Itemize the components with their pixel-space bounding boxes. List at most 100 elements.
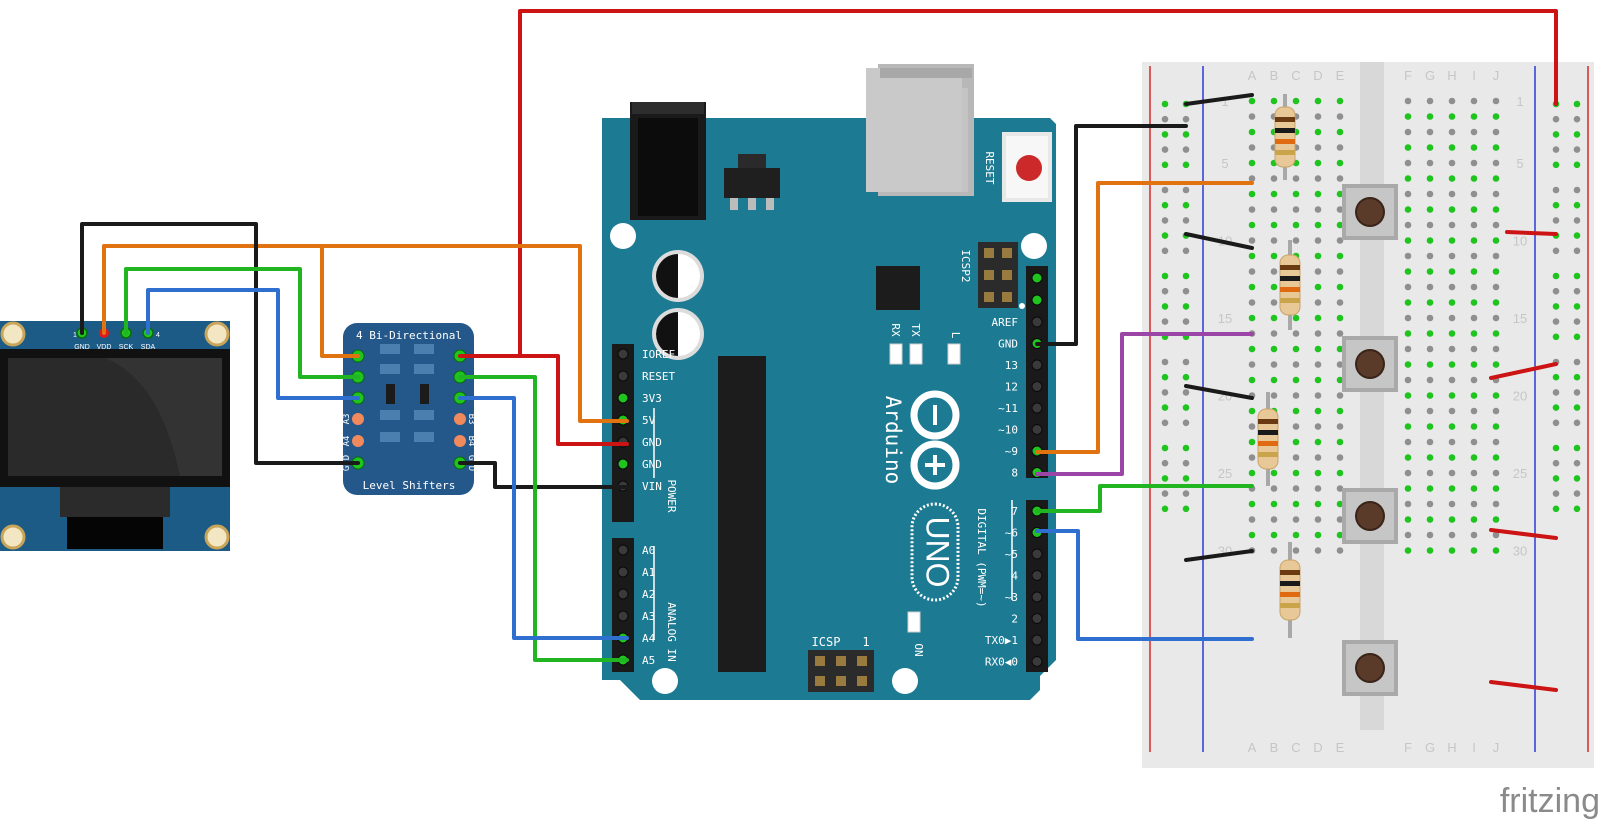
digital-pin-label: 8: [1011, 467, 1018, 480]
bb-row-label: 5: [1516, 156, 1523, 171]
power-pin-hole[interactable]: [617, 392, 629, 404]
ls-label-a4: A4: [342, 436, 352, 447]
led-label-tx: TX: [909, 323, 922, 337]
digital-pin-hole[interactable]: [1031, 591, 1043, 603]
analog-pin-label: A2: [642, 588, 655, 601]
usb-b-connector-icon: [866, 64, 974, 196]
bb-row-label: 1: [1516, 94, 1523, 109]
ls-label-b4: B4: [466, 436, 476, 447]
bb-col-label: E: [1336, 68, 1345, 83]
analog-pin-label: A5: [642, 654, 655, 667]
wire-pin6: [1035, 529, 1254, 641]
wire-oled-vdd: [102, 244, 324, 335]
bb-col-label: G: [1425, 68, 1435, 83]
oled-display-icon: 1 4 GND VDD SCK SDA: [0, 321, 230, 551]
power-pin-hole[interactable]: [617, 458, 629, 470]
digital-pin-label: TX0▶1: [985, 634, 1018, 647]
wires: [80, 9, 1558, 692]
tactile-push-button-icon[interactable]: [1342, 488, 1398, 544]
power-pin-hole[interactable]: [617, 370, 629, 382]
bb-col-label: A: [1248, 68, 1257, 83]
bb-row-label: 15: [1513, 311, 1527, 326]
bb-row-label: 20: [1513, 389, 1527, 404]
oled-pin-sda: SDA: [141, 344, 156, 351]
dc-barrel-jack-icon: [630, 102, 706, 220]
wire-gnd-bb: [1035, 124, 1188, 346]
resistor-icon: [1279, 240, 1301, 330]
bb-col-label: B: [1270, 740, 1279, 755]
digital-group-label: DIGITAL (PWM=~): [975, 508, 988, 607]
jumper-gnd-2: [1184, 232, 1254, 250]
bb-col-label: D: [1313, 740, 1322, 755]
bb-row-label: 15: [1218, 311, 1232, 326]
bb-col-label: C: [1291, 740, 1300, 755]
bb-col-label: B: [1270, 68, 1279, 83]
power-pin-label: VIN: [642, 480, 662, 493]
digital-pin-hole[interactable]: [1031, 381, 1043, 392]
digital-pin-hole[interactable]: [1031, 316, 1043, 328]
digital-pin-hole[interactable]: [1031, 424, 1043, 435]
digital-pin-label: ~11: [998, 402, 1018, 415]
power-pin-label: GND: [642, 458, 662, 471]
power-pin-label: 5V: [642, 414, 656, 427]
icsp-pin1-label: 1: [862, 635, 869, 649]
wire-oled-sck: [124, 267, 360, 379]
fritzing-watermark: fritzing: [1500, 782, 1600, 820]
arduino-brand: Arduino: [881, 396, 905, 485]
tactile-push-button-icon[interactable]: [1342, 184, 1398, 240]
tactile-push-button-icon[interactable]: [1342, 640, 1398, 696]
digital-pin-label: ~9: [1005, 445, 1018, 458]
wire-oled-sda: [146, 288, 360, 400]
bb-col-label: J: [1493, 740, 1500, 755]
power-pin-label: IOREF: [642, 348, 675, 361]
led-label-l: L: [949, 332, 962, 339]
analog-pin-label: A0: [642, 544, 655, 557]
led-label-rx: RX: [889, 323, 902, 337]
oled-pin-sck: SCK: [119, 344, 134, 351]
analog-pin-hole[interactable]: [617, 544, 629, 556]
digital-pin-label: 13: [1005, 359, 1018, 372]
jumper-5v-3: [1489, 528, 1558, 540]
power-pin-label: 3V3: [642, 392, 662, 405]
digital-pin-hole[interactable]: [1031, 272, 1043, 284]
analog-pin-hole[interactable]: [617, 588, 629, 600]
digital-pin-hole[interactable]: [1031, 402, 1043, 414]
digital-pin-hole[interactable]: [1031, 613, 1043, 624]
wire-oled-gnd: [80, 222, 360, 465]
digital-pin-label: AREF: [992, 316, 1019, 329]
wire-pin7: [1035, 484, 1254, 513]
jumper-5v-2: [1489, 362, 1558, 380]
digital-pin-hole[interactable]: [1031, 548, 1043, 560]
level-shifter-footer: Level Shifters: [363, 479, 456, 492]
wire-ls-a5: [458, 375, 629, 662]
analog-pin-hole[interactable]: [617, 610, 629, 622]
jumper-gnd-3: [1184, 384, 1254, 400]
digital-pin-hole[interactable]: [1031, 634, 1043, 646]
digital-pin-label: 4: [1011, 570, 1018, 583]
bb-row-label: 5: [1221, 156, 1228, 171]
bb-col-label: I: [1472, 68, 1476, 83]
digital-pin-hole[interactable]: [1031, 359, 1043, 371]
arduino-infinity-logo-icon: [910, 390, 960, 490]
digital-pin-hole[interactable]: [1031, 656, 1043, 667]
digital-pin-hole[interactable]: [1031, 294, 1043, 306]
level-shifter-board: 4 Bi-Directional Level Shifters A: [342, 323, 476, 495]
digital-pin-label: RX0◀0: [985, 656, 1018, 669]
bb-row-label: 1: [1221, 94, 1228, 109]
digital-pin-hole[interactable]: [1031, 570, 1043, 581]
reset-button[interactable]: [1002, 132, 1052, 202]
power-pin-hole[interactable]: [617, 348, 629, 360]
digital-pin-label: GND: [998, 338, 1018, 351]
tactile-push-button-icon[interactable]: [1342, 336, 1398, 392]
jumper-5v-1: [1505, 230, 1558, 236]
oled-pin1-num: 1: [73, 332, 77, 339]
wire-3v3: [320, 244, 629, 423]
digital-pin-label: 2: [1011, 613, 1018, 626]
oled-pin-vdd: VDD: [97, 344, 112, 351]
icsp-label: ICSP: [812, 635, 841, 649]
reset-label: RESET: [983, 151, 996, 184]
resistor-icon: [1257, 392, 1279, 486]
digital-pin-label: 12: [1005, 381, 1018, 394]
analog-pin-hole[interactable]: [617, 566, 629, 578]
